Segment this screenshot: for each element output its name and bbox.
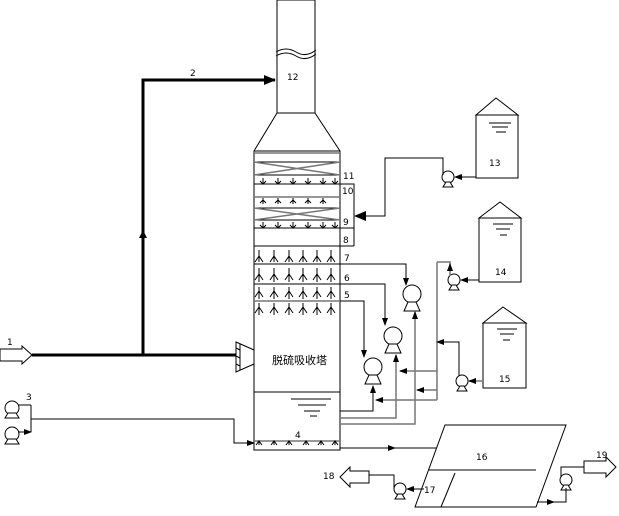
chimney: 12 xyxy=(254,0,340,151)
label-1: 1 xyxy=(7,338,13,348)
blower-icon xyxy=(5,401,19,418)
tower-title: 脱硫吸收塔 xyxy=(272,353,327,367)
label-5: 5 xyxy=(344,291,350,301)
label-10: 10 xyxy=(342,187,354,197)
label-7: 7 xyxy=(344,254,350,264)
pump-icon xyxy=(448,274,460,290)
blower-icon xyxy=(5,427,19,444)
pump-icon xyxy=(560,474,572,490)
air-blowers: 3 xyxy=(5,393,254,444)
label-2: 2 xyxy=(190,69,196,79)
circulation-pumps xyxy=(340,262,437,424)
label-16: 16 xyxy=(476,453,488,463)
label-18: 18 xyxy=(323,472,335,482)
label-11: 11 xyxy=(343,172,354,182)
absorption-tower: 脱硫吸收塔 11 10 9 8 7 6 5 4 xyxy=(254,151,354,450)
tank-14: 14 xyxy=(437,202,521,290)
settling-tank-16: 16 17 18 19 xyxy=(323,425,616,507)
tank-15: 15 xyxy=(437,307,526,391)
label-19: 19 xyxy=(596,451,608,461)
label-4: 4 xyxy=(295,431,301,441)
pump-icon xyxy=(384,327,402,353)
pump-icon xyxy=(364,358,382,384)
label-14: 14 xyxy=(495,268,507,278)
label-17: 17 xyxy=(424,486,435,496)
label-9: 9 xyxy=(343,218,349,228)
label-8: 8 xyxy=(343,236,349,246)
label-13: 13 xyxy=(489,159,500,169)
pump-icon xyxy=(403,285,421,311)
flue-gas-inlet: 1 2 xyxy=(0,69,275,372)
pump-icon xyxy=(456,375,468,391)
pump-icon xyxy=(394,483,406,499)
tank-13: 13 xyxy=(355,98,518,216)
label-6: 6 xyxy=(344,274,350,284)
label-3: 3 xyxy=(26,393,32,403)
label-15: 15 xyxy=(499,375,510,385)
pump-icon xyxy=(442,171,454,187)
label-12: 12 xyxy=(287,73,298,83)
